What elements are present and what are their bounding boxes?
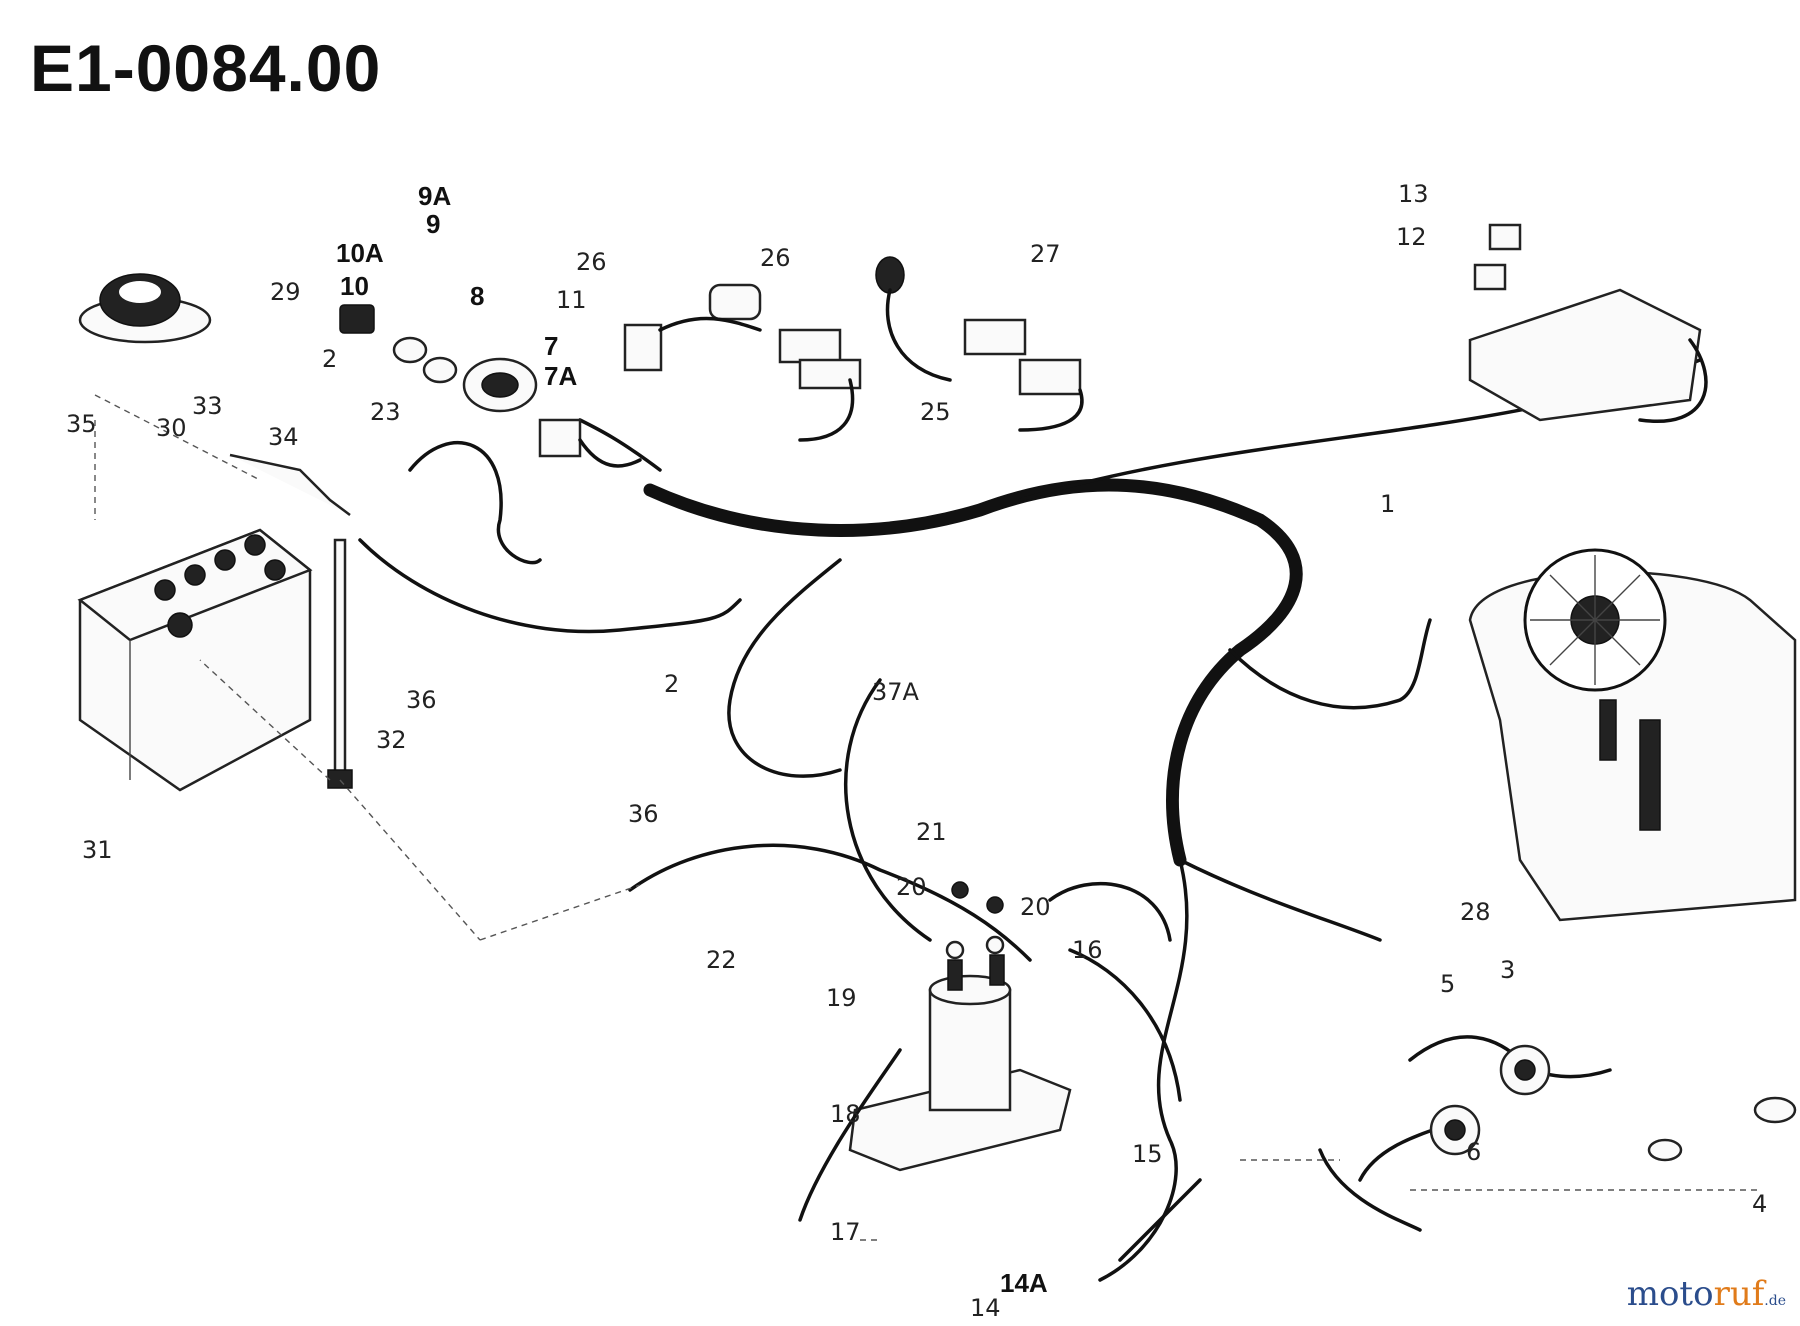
label-3: 3 xyxy=(1500,956,1515,984)
label-9: 9 xyxy=(426,209,440,239)
label-37a: 37A xyxy=(872,678,920,706)
label-10: 10 xyxy=(340,271,369,301)
horn xyxy=(78,273,212,344)
brand-part2: ruf xyxy=(1713,1274,1765,1314)
label-26a: 26 xyxy=(576,248,607,276)
callout-labels: 1 2 2 3 5 6 7 7A 8 9 9A 10 10A 11 12 13 … xyxy=(66,180,1767,1322)
label-32: 32 xyxy=(376,726,407,754)
label-29: 29 xyxy=(270,278,301,306)
label-36b: 36 xyxy=(628,800,659,828)
label-8: 8 xyxy=(470,281,484,311)
label-36a: 36 xyxy=(406,686,437,714)
label-21: 21 xyxy=(916,818,947,846)
label-26b: 26 xyxy=(760,244,791,272)
label-27: 27 xyxy=(1030,240,1061,268)
label-13: 13 xyxy=(1398,180,1429,208)
label-16: 16 xyxy=(1072,936,1103,964)
label-25: 25 xyxy=(920,398,951,426)
label-12: 12 xyxy=(1396,223,1427,251)
brand-watermark: motoruf.de xyxy=(1627,1274,1786,1314)
label-5: 5 xyxy=(1440,970,1455,998)
engine xyxy=(1468,548,1797,922)
label-2a: 2 xyxy=(322,345,337,373)
label-15: 15 xyxy=(1132,1140,1163,1168)
brand-suffix: .de xyxy=(1764,1293,1786,1309)
brand-part1: moto xyxy=(1626,1274,1714,1314)
label-20a: 20 xyxy=(896,873,927,901)
label-34: 34 xyxy=(268,423,299,451)
label-20b: 20 xyxy=(1020,893,1051,921)
label-6: 6 xyxy=(1466,1138,1481,1166)
relays-and-connectors xyxy=(538,256,1084,468)
label-35: 35 xyxy=(66,410,97,438)
label-33: 33 xyxy=(192,392,223,420)
label-14a: 14A xyxy=(1000,1268,1048,1298)
label-2b: 2 xyxy=(664,670,679,698)
leader-lines xyxy=(94,394,1760,1241)
label-23: 23 xyxy=(370,398,401,426)
label-17: 17 xyxy=(830,1218,861,1246)
label-30: 30 xyxy=(156,414,187,442)
label-11: 11 xyxy=(556,286,587,314)
label-9a: 9A xyxy=(418,181,451,211)
label-7: 7 xyxy=(544,331,558,361)
label-28: 28 xyxy=(1460,898,1491,926)
label-14: 14 xyxy=(970,1294,1001,1322)
label-4: 4 xyxy=(1752,1190,1767,1218)
main-harness xyxy=(578,358,1702,1282)
diagram-title: E1-0084.00 xyxy=(30,31,382,105)
ignition-switch xyxy=(339,304,538,413)
label-7a: 7A xyxy=(544,361,577,391)
battery xyxy=(77,528,313,792)
cable-runs xyxy=(358,441,1612,1262)
label-18: 18 xyxy=(830,1100,861,1128)
label-19: 19 xyxy=(826,984,857,1012)
starter-solenoid xyxy=(848,881,1072,1172)
seat-switch-module xyxy=(1468,223,1708,423)
label-1: 1 xyxy=(1380,490,1395,518)
label-31: 31 xyxy=(82,836,113,864)
rear-light-sockets xyxy=(1429,1044,1797,1162)
label-10a: 10A xyxy=(336,238,384,268)
label-22: 22 xyxy=(706,946,737,974)
